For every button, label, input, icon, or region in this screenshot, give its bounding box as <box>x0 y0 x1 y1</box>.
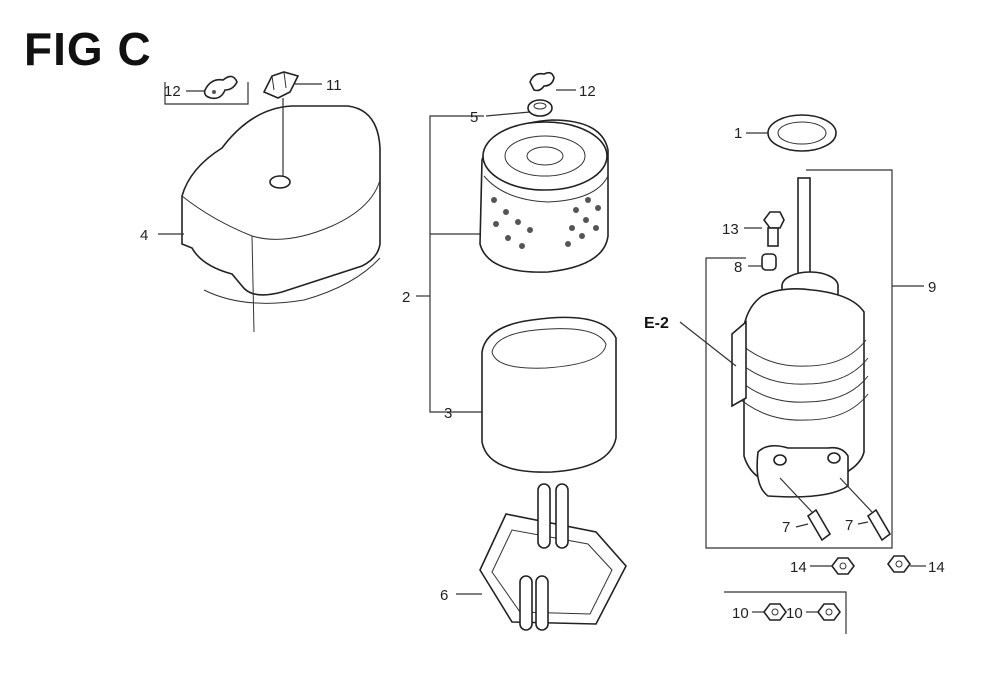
filter-element-upper <box>479 119 609 273</box>
callout-4: 4 <box>140 227 148 244</box>
bracket-group-center <box>416 111 531 413</box>
collar-part-8 <box>761 253 777 271</box>
callout-13: 13 <box>722 221 739 238</box>
air-cleaner-cover-part-4 <box>181 98 381 333</box>
callout-2: 2 <box>402 289 410 306</box>
callout-7-left: 7 <box>782 519 790 536</box>
clip-part-12-center <box>529 71 576 92</box>
callout-12-center: 12 <box>579 83 596 100</box>
callout-3: 3 <box>444 405 452 422</box>
bracket-group-bottom <box>724 591 847 634</box>
grommet-part-5 <box>527 99 553 117</box>
callout-12-left: 12 <box>164 83 181 100</box>
clip-part-12-left <box>203 75 238 100</box>
air-cleaner-base-part-6 <box>479 483 627 631</box>
bolt-part-13 <box>763 211 785 247</box>
nut-part-14-left <box>831 557 855 575</box>
callout-1: 1 <box>734 125 742 142</box>
nut-part-14-right <box>887 555 911 573</box>
foam-filter-part-3 <box>481 316 617 473</box>
gasket-part-1 <box>767 114 837 152</box>
callout-11: 11 <box>326 77 342 94</box>
callout-10-right: 10 <box>786 605 803 622</box>
callout-14-right: 14 <box>928 559 945 576</box>
callout-9: 9 <box>928 279 936 296</box>
stud-part-7-left <box>779 477 832 542</box>
elbow-assembly-part-9 <box>731 177 869 498</box>
wing-nut-part-11 <box>262 71 300 99</box>
callout-10-left: 10 <box>732 605 749 622</box>
figure-title: FIG C <box>24 23 152 75</box>
callout-e2: E-2 <box>644 315 669 332</box>
stud-part-7-right <box>839 477 892 542</box>
callout-7-right: 7 <box>845 517 853 534</box>
callout-6: 6 <box>440 587 448 604</box>
callout-14-left: 14 <box>790 559 807 576</box>
nut-part-10-right <box>817 603 841 621</box>
bracket-group-top-left <box>164 82 322 105</box>
callout-8: 8 <box>734 259 742 276</box>
bracket-group-right <box>705 169 924 549</box>
nut-part-10-left <box>763 603 787 621</box>
callout-5: 5 <box>470 109 478 126</box>
